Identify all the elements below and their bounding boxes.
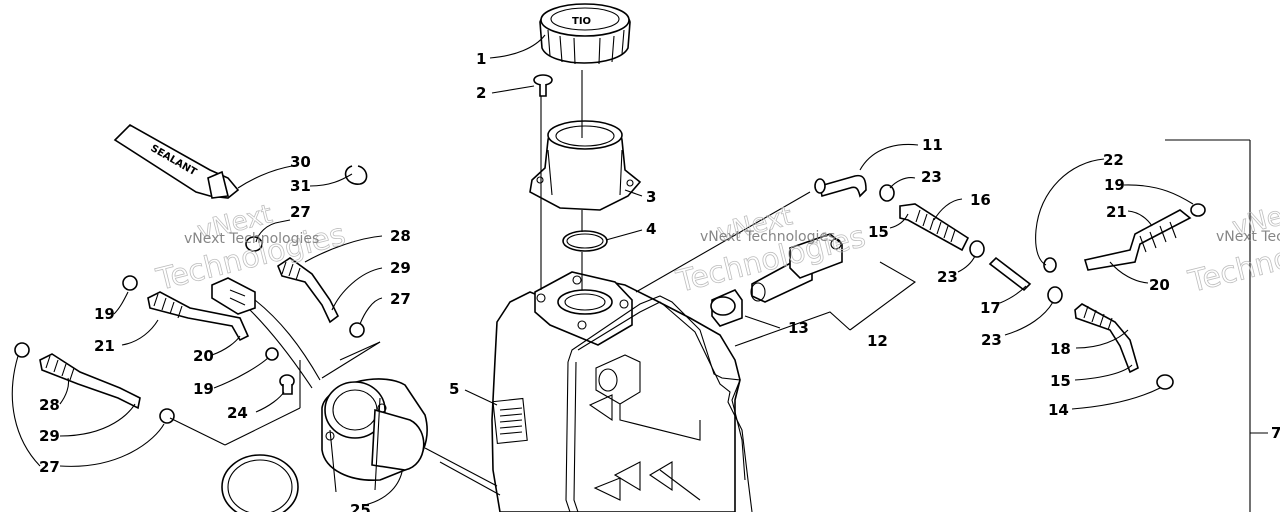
callout-5: 5 (449, 380, 459, 398)
hose-assembly-right (814, 174, 1206, 390)
callout-12: 12 (867, 332, 888, 350)
callout-30: 30 (290, 153, 311, 171)
callout-19-right: 19 (1104, 176, 1125, 194)
callout-labels: 1 2 3 4 5 7 11 12 13 14 15 15 16 17 18 1… (39, 50, 1280, 512)
fuel-pump (321, 378, 501, 496)
callout-22: 22 (1103, 151, 1124, 169)
fuel-sender-assembly (710, 233, 917, 347)
callout-7: 7 (1271, 424, 1280, 442)
cap-marking: TIO (572, 16, 591, 27)
screw (533, 74, 553, 97)
callout-23-top: 23 (921, 168, 942, 186)
callout-28-top: 28 (390, 227, 411, 245)
callout-31: 31 (290, 177, 311, 195)
callout-29-top: 29 (390, 259, 411, 277)
watermark-line-center: vNext Technologies (700, 229, 835, 245)
callout-23-middle: 23 (937, 268, 958, 286)
callout-19-middle: 19 (193, 380, 214, 398)
pump-bolt (279, 374, 295, 395)
snap-ring (344, 165, 368, 185)
callout-15-upper: 15 (868, 223, 889, 241)
hose-assembly-left (14, 236, 365, 424)
callout-21-right: 21 (1106, 203, 1127, 221)
callout-27-top: 27 (290, 203, 311, 221)
callout-25: 25 (350, 501, 371, 512)
sealant-tube: SEALANT (113, 124, 240, 199)
callout-27-right: 27 (390, 290, 411, 308)
callout-2: 2 (476, 84, 486, 102)
watermark-line-left: vNext Technologies (184, 231, 319, 247)
callout-4: 4 (646, 220, 656, 238)
callout-21-left: 21 (94, 337, 115, 355)
callout-3: 3 (646, 188, 656, 206)
o-ring (562, 230, 608, 252)
callout-28-bottom: 28 (39, 396, 60, 414)
callout-17: 17 (980, 299, 1001, 317)
callout-13: 13 (788, 319, 809, 337)
watermark-line-right: vNext Technologies (1216, 229, 1280, 245)
callout-29-bottom: 29 (39, 427, 60, 445)
fuel-cap: TIO (539, 3, 631, 65)
callout-20-left: 20 (193, 347, 214, 365)
callout-20-right: 20 (1149, 276, 1170, 294)
callout-27-bottom: 27 (39, 458, 60, 476)
callout-24: 24 (227, 404, 248, 422)
leader-lines (11, 34, 1268, 512)
callout-15-lower: 15 (1050, 372, 1071, 390)
callout-14: 14 (1048, 401, 1069, 419)
filler-neck (529, 120, 642, 211)
callout-19-left: 19 (94, 305, 115, 323)
callout-16: 16 (970, 191, 991, 209)
callout-18: 18 (1050, 340, 1071, 358)
callout-23-bottom: 23 (981, 331, 1002, 349)
callout-11: 11 (922, 136, 943, 154)
fuel-tank (491, 271, 753, 512)
pump-seal-ring (221, 454, 299, 512)
callout-1: 1 (476, 50, 486, 68)
